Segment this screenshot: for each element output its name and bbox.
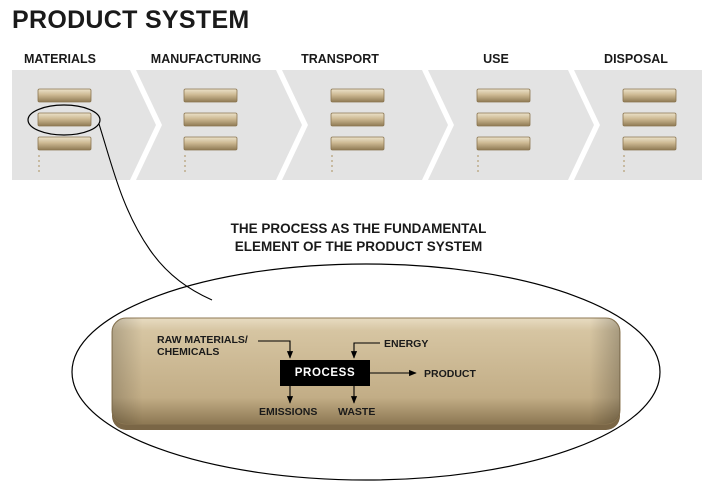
stage-label-transport: TRANSPORT bbox=[301, 52, 379, 66]
process-bar bbox=[330, 112, 385, 127]
process-bar bbox=[622, 112, 677, 127]
stage-label-disposal: DISPOSAL bbox=[604, 52, 668, 66]
subtitle-line-2: ELEMENT OF THE PRODUCT SYSTEM bbox=[234, 239, 483, 254]
process-bar bbox=[37, 112, 92, 127]
process-bar bbox=[476, 112, 531, 127]
process-bar bbox=[183, 88, 238, 103]
process-bar bbox=[330, 136, 385, 151]
energy-label: ENERGY bbox=[384, 338, 429, 350]
continuation-dots bbox=[38, 155, 625, 174]
process-bar bbox=[476, 136, 531, 151]
energy-arrow bbox=[350, 342, 380, 359]
flow-arrows bbox=[258, 340, 417, 404]
connector-line bbox=[98, 123, 213, 301]
stage-label-materials: MATERIALS bbox=[24, 52, 96, 66]
process-bar bbox=[37, 136, 92, 151]
process-bar bbox=[330, 88, 385, 103]
detail-ellipse bbox=[71, 263, 661, 481]
emissions-label: EMISSIONS bbox=[259, 406, 318, 418]
raw-materials-label-line-2: CHEMICALS bbox=[157, 346, 220, 358]
process-bar bbox=[37, 88, 92, 103]
page-title: PRODUCT SYSTEM bbox=[12, 6, 250, 34]
process-bar bbox=[476, 88, 531, 103]
process-rect bbox=[280, 360, 370, 386]
process-bars bbox=[37, 88, 677, 151]
raw-materials-arrow bbox=[258, 340, 294, 359]
process-bar bbox=[183, 136, 238, 151]
highlight-ellipse bbox=[27, 104, 101, 136]
process-bar bbox=[622, 88, 677, 103]
process-bar bbox=[183, 112, 238, 127]
stage-label-use: USE bbox=[483, 52, 509, 66]
product-label: PRODUCT bbox=[424, 368, 476, 380]
raw-materials-label: RAW MATERIALS/ CHEMICALS bbox=[157, 334, 248, 358]
waste-label: WASTE bbox=[338, 406, 376, 418]
subtitle: THE PROCESS AS THE FUNDAMENTAL ELEMENT O… bbox=[0, 220, 717, 256]
stage-label-manufacturing: MANUFACTURING bbox=[150, 52, 262, 66]
process-label: PROCESS bbox=[294, 367, 356, 379]
process-bar bbox=[622, 136, 677, 151]
raw-materials-label-line-1: RAW MATERIALS/ bbox=[157, 334, 248, 346]
subtitle-line-1: THE PROCESS AS THE FUNDAMENTAL bbox=[230, 221, 487, 236]
